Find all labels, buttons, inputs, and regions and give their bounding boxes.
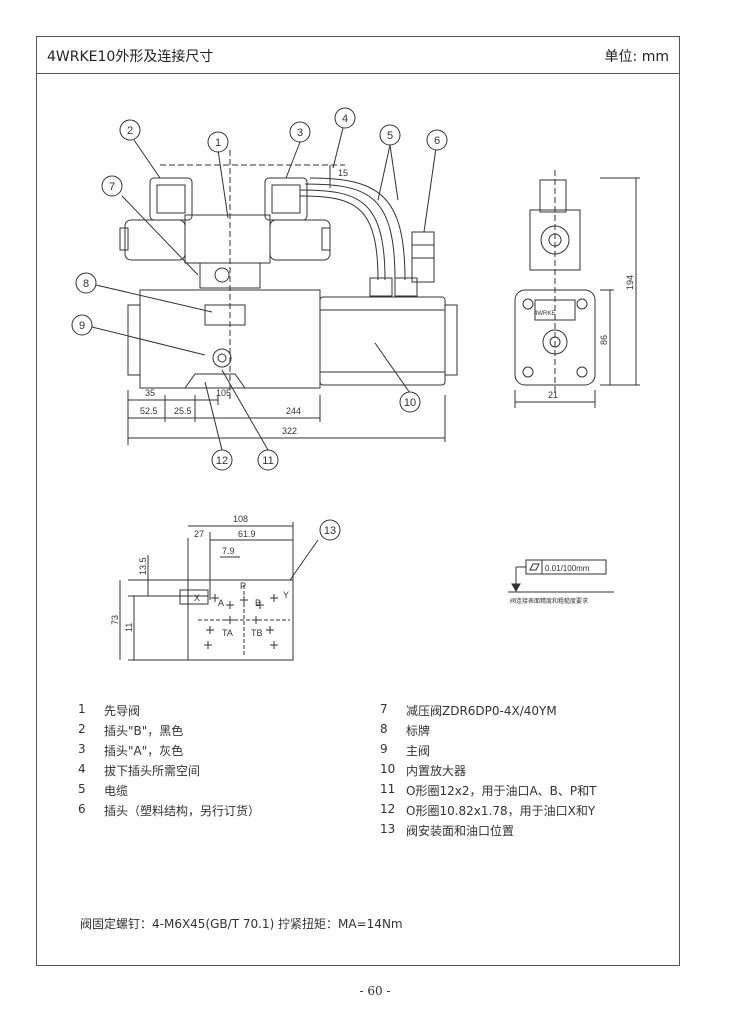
callout-11: [257, 449, 279, 471]
callout-12: [211, 449, 233, 471]
port-x: X: [194, 593, 200, 603]
header-bar: 4WRKE10外形及连接尺寸 单位: mm: [37, 37, 679, 74]
callout-10-label: 10: [404, 397, 416, 409]
dim-194: 194: [625, 275, 635, 290]
solenoid-left: [124, 219, 186, 261]
dim-105: 105: [216, 388, 231, 398]
dim-25-5: 25.5: [174, 406, 192, 416]
callout-9-label: 9: [79, 320, 85, 332]
port-p: P: [240, 581, 246, 591]
page-frame: 4WRKE10外形及连接尺寸 单位: mm: [36, 36, 680, 966]
pilot-valve-body: [184, 214, 271, 264]
callout-6-label: 6: [434, 135, 440, 147]
callout-7-label: 7: [109, 181, 115, 193]
plug-a: [264, 177, 308, 221]
dim-73: 73: [110, 615, 120, 625]
callout-4-label: 4: [342, 113, 348, 125]
dim-7-9: 7.9: [222, 546, 235, 556]
dim-27: 27: [194, 529, 204, 539]
callout-4: [334, 107, 356, 129]
port-a: A: [218, 598, 224, 608]
callout-1-label: 1: [215, 137, 221, 149]
dim-13-5: 13.5: [138, 557, 148, 575]
unit-label: 单位: mm: [604, 49, 669, 65]
callout-2-label: 2: [127, 125, 133, 137]
callout-3-label: 3: [297, 127, 303, 139]
port-tb: TB: [251, 628, 263, 638]
mounting-surface: [187, 579, 294, 661]
port-ta: TA: [222, 628, 233, 638]
port-marks: [204, 594, 278, 649]
flatness-symbol: [508, 559, 614, 593]
callout-10: [399, 391, 421, 413]
callout-6: [426, 129, 448, 151]
side-plug: [539, 179, 567, 213]
callout-5-label: 5: [387, 130, 393, 142]
fastening-note: 阀固定螺钉：4-M6X45(GB/T 70.1) 拧紧扭矩：MA=14Nm: [80, 917, 403, 931]
port-y: Y: [283, 590, 289, 600]
callout-8: [75, 272, 97, 294]
connector-6: [411, 231, 435, 283]
plug-b: [149, 177, 193, 221]
callout-9: [71, 314, 93, 336]
callout-7: [101, 175, 123, 197]
callout-13-label: 13: [324, 525, 336, 537]
dim-35: 35: [145, 388, 155, 398]
dim-15: 15: [338, 168, 348, 178]
page-title: 4WRKE10外形及连接尺寸: [47, 49, 214, 65]
dim-108: 108: [233, 514, 248, 524]
callout-13: [319, 519, 341, 541]
dim-86: 86: [599, 335, 609, 345]
dim-61-9: 61.9: [238, 529, 256, 539]
page-number: - 60 -: [359, 984, 391, 998]
callout-3: [289, 121, 311, 143]
dim-21: 21: [548, 390, 558, 400]
port-b: B: [255, 598, 261, 608]
dim-322: 322: [282, 426, 297, 436]
solenoid-right: [269, 219, 331, 261]
callout-2: [119, 119, 141, 141]
callout-11-label: 11: [262, 455, 273, 467]
flatness-caption: 阀连接表面精度和粗糙度要求: [510, 597, 588, 605]
callout-1: [207, 131, 229, 153]
callout-5: [379, 124, 401, 146]
dim-11: 11: [124, 623, 134, 632]
callout-8-label: 8: [83, 278, 89, 290]
nameplate: [204, 304, 246, 326]
nameplate-code: 4WRKE: [534, 311, 555, 317]
flatness-value: 0.01/100mm: [545, 564, 590, 573]
dim-52-5: 52.5: [140, 406, 158, 416]
callout-12-label: 12: [216, 455, 228, 467]
dim-244: 244: [286, 406, 301, 416]
